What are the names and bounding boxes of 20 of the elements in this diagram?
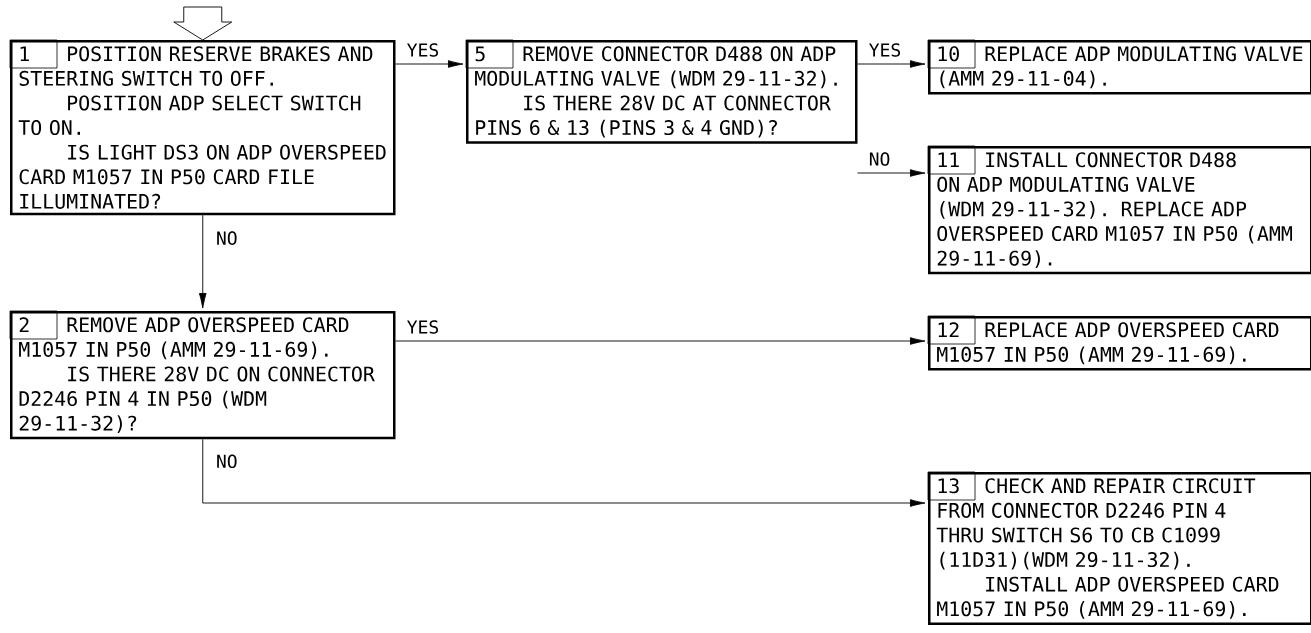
block-arrow bbox=[173, 6, 233, 41]
arrow bbox=[395, 60, 464, 68]
arrow bbox=[202, 438, 926, 507]
arrow bbox=[857, 169, 926, 177]
edge-label: NO bbox=[214, 230, 239, 246]
step-box: 5 REMOVE CONNECTOR D488 ON ADP MODULATING VALVE (WDM 29-11-32). IS THERE 28V DC AT CONNECTOR PINS 6 & 13 (PINS 3 & 4 GND)? bbox=[465, 39, 858, 144]
edge-label: YES bbox=[867, 42, 903, 58]
step-box: 13 CHECK AND REPAIR CIRCUIT FROM CONNECTOR D2246 PIN 4 THRU SWITCH S6 TO CB C1099 (11D31)(WDM 29-11-32). INSTALL ADP OVERSPEED CARD M1057 IN P50 (AMM 29-11-69). bbox=[927, 471, 1311, 625]
arrow bbox=[198, 214, 207, 309]
arrow bbox=[395, 337, 926, 345]
edge-label: NO bbox=[867, 151, 892, 167]
edge-label: NO bbox=[214, 453, 239, 470]
step-box: 12 REPLACE ADP OVERSPEED CARD M1057 IN P50 (AMM 29-11-69). bbox=[927, 315, 1311, 371]
edge-label: YES bbox=[405, 42, 441, 58]
arrow bbox=[857, 60, 926, 68]
step-box: 2 REMOVE ADP OVERSPEED CARD M1057 IN P50 (AMM 29-11-69). IS THERE 28V DC ON CONNECTOR D2246 PIN 4 IN P50 (WDM 29-11-32)? bbox=[9, 310, 396, 440]
step-box: 1 POSITION RESERVE BRAKES AND STEERING SWITCH TO OFF. POSITION ADP SELECT SWITCH TO ON. IS LIGHT DS3 ON ADP OVERSPEED CARD M1057 IN P50 CARD FILE ILLUMINATED? bbox=[9, 39, 396, 216]
step-box: 10 REPLACE ADP MODULATING VALVE (AMM 29-11-04). bbox=[927, 39, 1311, 95]
step-box: 11 INSTALL CONNECTOR D488 ON ADP MODULATING VALVE (WDM 29-11-32). REPLACE ADP OVERSPEED CARD M1057 IN P50 (AMM 29-11-69). bbox=[927, 145, 1311, 275]
edge-label: YES bbox=[405, 319, 441, 335]
